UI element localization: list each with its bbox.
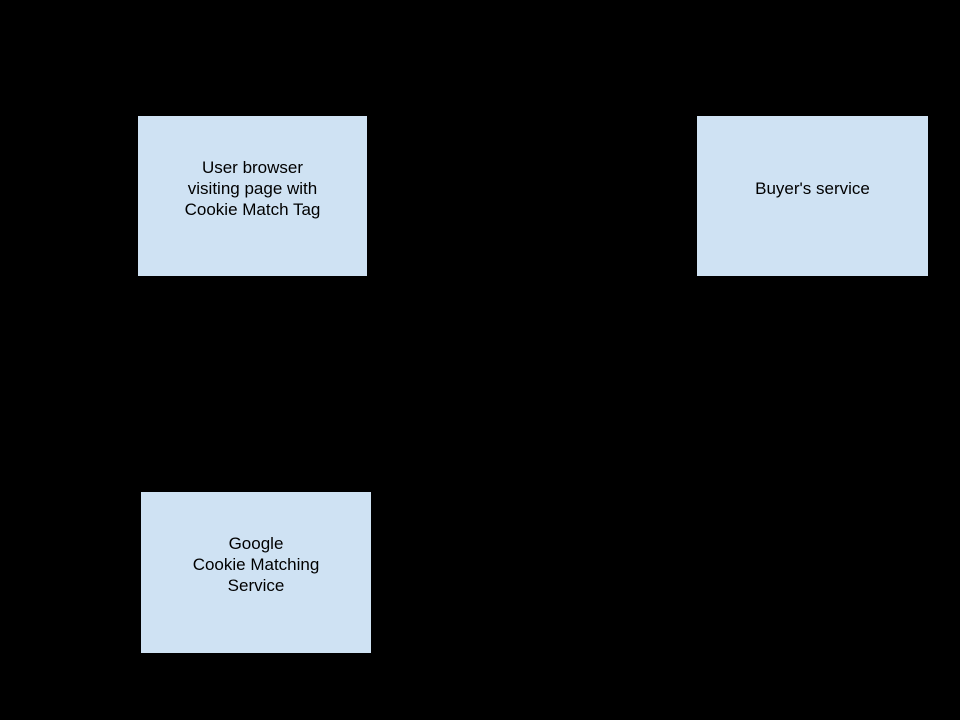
node-user-browser-line-3: Cookie Match Tag	[184, 199, 321, 219]
node-user-browser-label: User browser visiting page with Cookie M…	[138, 157, 367, 220]
node-google-cookie-matching-service: Google Cookie Matching Service	[140, 491, 372, 654]
node-google-cms-line-2: Cookie Matching	[192, 555, 320, 574]
node-google-cms-line-1: Google	[228, 534, 284, 553]
node-user-browser-line-2: visiting page with	[187, 178, 318, 198]
node-user-browser-line-1: User browser	[201, 157, 304, 177]
node-buyers-service: Buyer's service	[696, 115, 929, 277]
node-google-cookie-matching-service-label: Google Cookie Matching Service	[141, 533, 371, 596]
node-user-browser: User browser visiting page with Cookie M…	[137, 115, 368, 277]
node-google-cms-line-3: Service	[227, 576, 285, 595]
node-buyers-service-line-1: Buyer's service	[755, 178, 870, 198]
node-buyers-service-label: Buyer's service	[697, 178, 928, 199]
